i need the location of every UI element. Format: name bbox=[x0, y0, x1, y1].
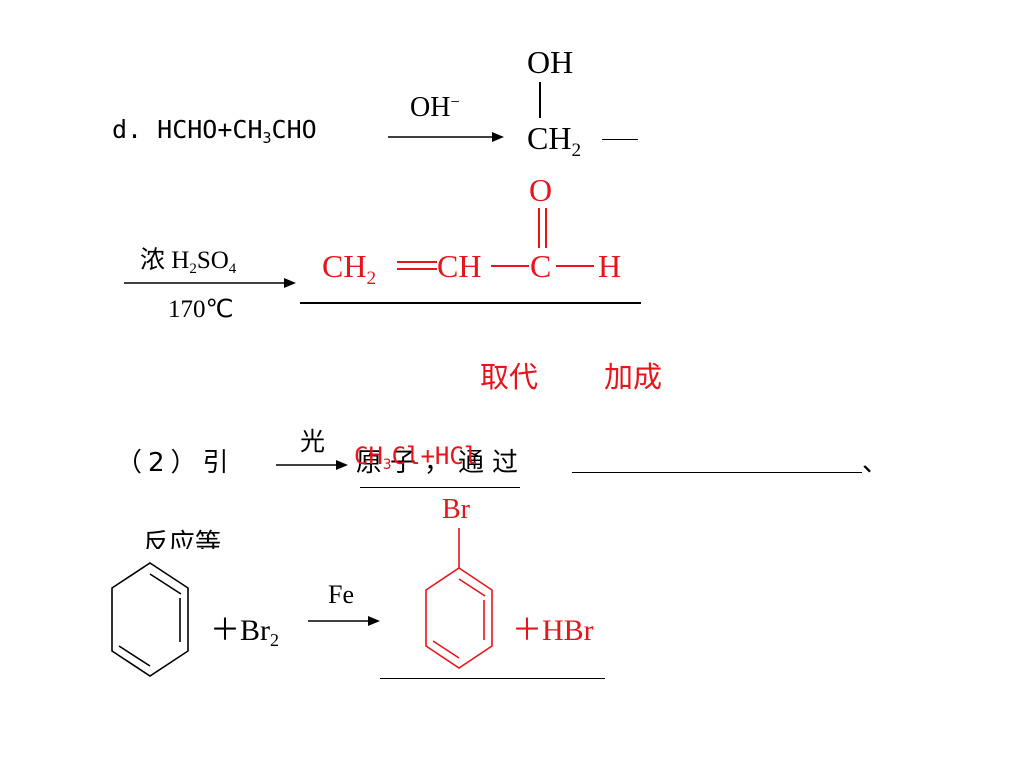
answer-h: H bbox=[598, 248, 622, 284]
bromination-blank-line bbox=[380, 678, 605, 679]
reaction-d-arrow bbox=[388, 132, 504, 142]
answer-bond-1 bbox=[491, 265, 529, 267]
dehydration-condition: 170℃ bbox=[168, 296, 234, 323]
part2-answer-blank bbox=[360, 487, 520, 488]
reaction-d-bond-tail bbox=[602, 139, 638, 140]
answer-substitution: 取代 bbox=[480, 360, 539, 394]
reaction-d-product-oh: OH bbox=[527, 44, 574, 80]
part2-light-condition: 光 bbox=[300, 429, 326, 456]
part2-text-mid: 原子，通过 bbox=[356, 448, 527, 478]
part2-prefix: （2）引 bbox=[116, 448, 235, 478]
part2-next-line: 反应等 bbox=[143, 529, 222, 549]
reaction-d-bond-vertical bbox=[539, 82, 541, 118]
answer-bond-2 bbox=[556, 265, 594, 267]
answer-ch: CH bbox=[437, 248, 482, 284]
part2-blank-line bbox=[572, 472, 862, 473]
part2-arrow bbox=[276, 460, 348, 470]
answer-carbonyl-o: O bbox=[529, 172, 553, 208]
hbr-byproduct: ＋HBr bbox=[512, 614, 594, 647]
bromobenzene-br-label: Br bbox=[442, 494, 470, 525]
answer-ch2: CH2 bbox=[322, 248, 377, 289]
bromine-reagent: ＋Br2 bbox=[210, 614, 279, 651]
reaction-d-catalyst: OH− bbox=[410, 91, 460, 123]
bromination-arrow bbox=[308, 616, 380, 626]
reaction-d-reactants: d. HCHO+CH3CHO bbox=[112, 115, 317, 148]
reaction-d-product-ch2: CH2 bbox=[527, 120, 582, 161]
answer-blank-line bbox=[300, 302, 641, 304]
benzene-ring bbox=[111, 562, 189, 677]
bromobenzene-ring bbox=[425, 528, 493, 669]
dehydration-arrow bbox=[124, 278, 296, 288]
part2-answer-ch3cl: CH3Cl+HCl bbox=[354, 442, 479, 474]
dehydration-catalyst: 浓 H2SO4 bbox=[140, 247, 237, 278]
answer-c: C bbox=[530, 248, 552, 284]
answer-carbonyl-double-bond bbox=[538, 208, 547, 248]
answer-double-bond bbox=[397, 261, 437, 270]
answer-addition: 加成 bbox=[604, 360, 663, 394]
iron-catalyst: Fe bbox=[328, 580, 354, 609]
part2-text-end: 、 bbox=[862, 448, 889, 478]
